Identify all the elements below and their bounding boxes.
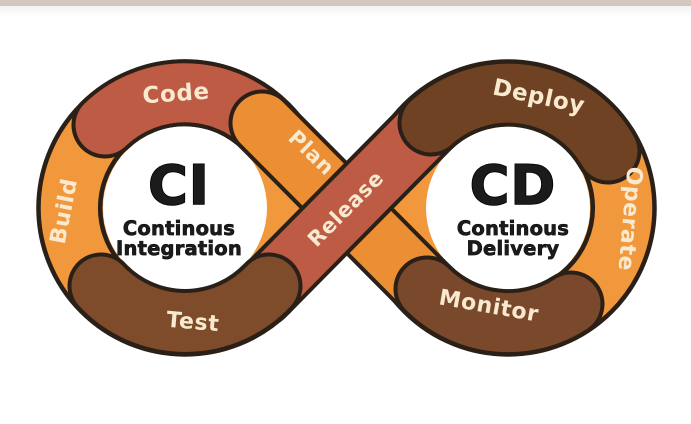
infinity-loop [36,59,657,357]
ci-subtitle-line2: Integration [116,237,242,260]
ci-abbreviation: CI [148,154,210,217]
cd-subtitle-line1: Continous [457,217,569,240]
ci-subtitle-line1: Continous [123,217,235,240]
card-top-edge [0,0,691,6]
segment-monitor [397,259,601,353]
label-test: Test [165,308,220,338]
ci-center-text: CI Continous Integration [116,153,242,260]
segment-test [71,256,299,352]
label-code: Code [142,79,211,110]
cd-center-text: CD Continous Delivery [457,153,570,260]
cd-subtitle-line2: Delivery [467,237,560,260]
segment-deploy [401,63,638,181]
cd-abbreviation: CD [470,154,556,217]
